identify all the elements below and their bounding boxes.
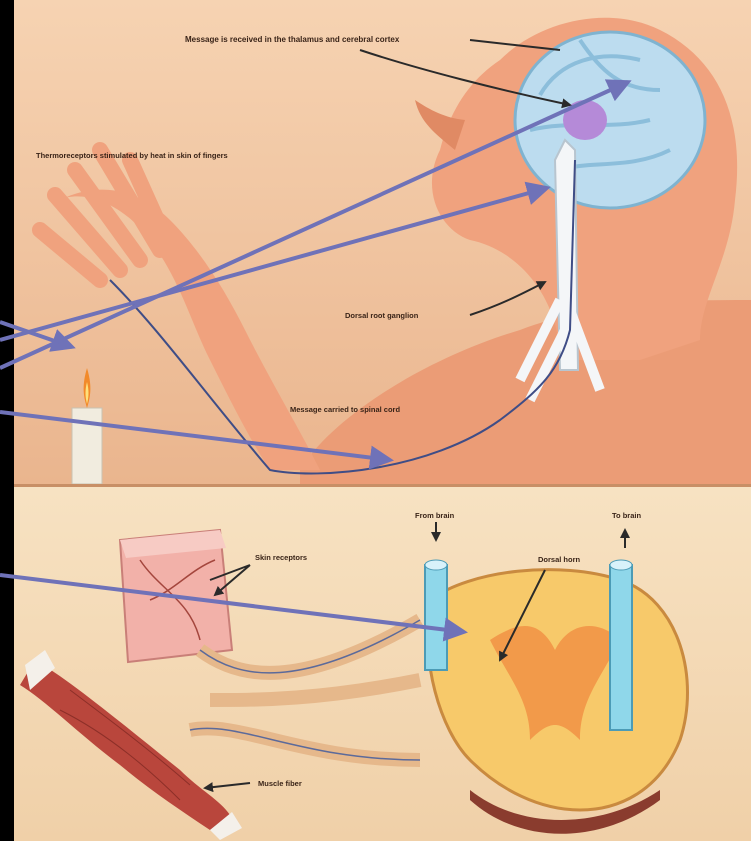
label-to-brain: To brain	[612, 511, 641, 520]
label-receptors: Skin receptors	[255, 553, 307, 562]
bottom-panel: From brain To brain Dorsal horn Skin rec…	[14, 487, 751, 841]
top-panel: Message is received in the thalamus and …	[14, 0, 751, 484]
label-dorsal-horn: Dorsal horn	[538, 555, 581, 564]
thalamus	[563, 100, 607, 140]
label-thermoreceptors: Thermoreceptors stimulated by heat in sk…	[36, 151, 228, 160]
label-muscle-fiber: Muscle fiber	[258, 779, 302, 788]
panel-divider	[14, 484, 751, 487]
label-from-brain: From brain	[415, 511, 455, 520]
label-message-spinal: Message carried to spinal cord	[290, 405, 400, 414]
label-brain-message: Message is received in the thalamus and …	[185, 35, 400, 44]
label-dorsal-pathway: Dorsal root ganglion	[345, 311, 419, 320]
